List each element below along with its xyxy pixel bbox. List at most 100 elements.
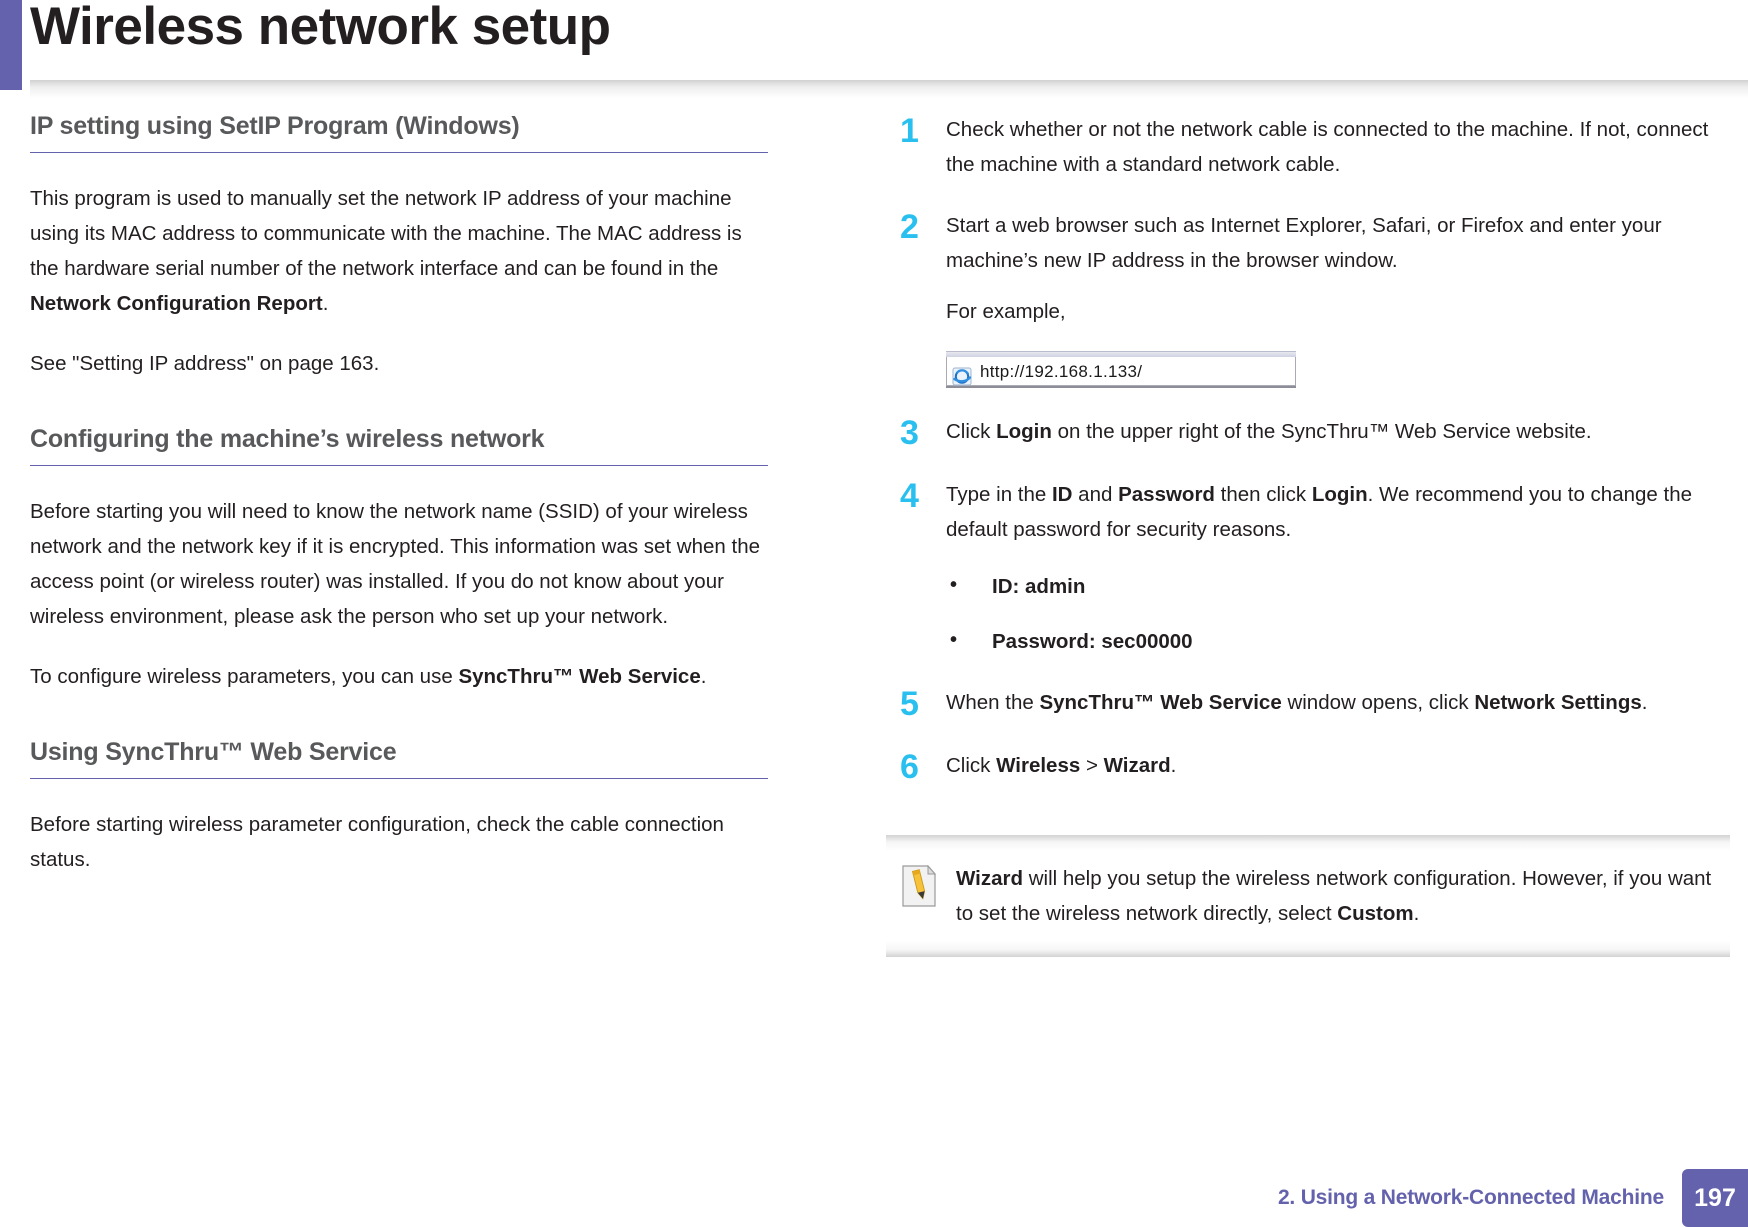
- section-configuring-wireless-paragraphs: Before starting you will need to know th…: [30, 494, 768, 694]
- step-number: 1: [900, 112, 919, 150]
- section-heading-ip-setting: IP setting using SetIP Program (Windows): [30, 112, 520, 140]
- plain-text: Type in the: [946, 483, 1052, 506]
- plain-text: and: [1072, 483, 1119, 506]
- step-text: Click Login on the upper right of the Sy…: [946, 414, 1730, 449]
- browser-url-bar-figure: http://192.168.1.133/: [946, 351, 1296, 388]
- page-header: Wireless network setup: [0, 0, 1748, 100]
- numbered-step-list: 1 Check whether or not the network cable …: [900, 112, 1730, 785]
- plain-text: .: [1170, 754, 1177, 777]
- body-paragraph: Before starting wireless parameter confi…: [30, 807, 768, 877]
- plain-text: Before starting wireless parameter confi…: [30, 813, 724, 871]
- figure-underline: [946, 386, 1296, 388]
- right-column: 1 Check whether or not the network cable …: [800, 112, 1748, 957]
- step-sentence: Start a web browser such as Internet Exp…: [946, 208, 1730, 278]
- plain-text: . We recommend you to change the default…: [946, 483, 1692, 541]
- plain-text: Click: [946, 420, 997, 443]
- step-item: 6 Click Wireless > Wizard.: [900, 748, 1730, 785]
- plain-text: will help you setup the wireless network…: [956, 867, 1712, 925]
- note-box: Wizard will help you setup the wireless …: [886, 835, 1730, 957]
- step-number: 2: [900, 208, 919, 246]
- plain-text: on the upper right of the SyncThru™ Web …: [1051, 420, 1592, 443]
- step-text: Start a web browser such as Internet Exp…: [946, 208, 1730, 388]
- address-bar-url: http://192.168.1.133/: [980, 361, 1143, 381]
- address-bar[interactable]: http://192.168.1.133/: [946, 357, 1296, 386]
- plain-text: .: [700, 665, 707, 688]
- emphasis-text: Login: [1311, 483, 1368, 506]
- emphasis-text: SyncThru™ Web Service: [1039, 691, 1282, 714]
- plain-text: Click: [946, 754, 997, 777]
- body-paragraph: To configure wireless parameters, you ca…: [30, 659, 768, 694]
- section-ip-setting: IP setting using SetIP Program (Windows)…: [30, 112, 768, 381]
- page-footer: 2. Using a Network-Connected Machine 197: [0, 1169, 1748, 1227]
- step-number: 4: [900, 477, 919, 515]
- credential-list: ID: adminPassword: sec00000: [946, 568, 1730, 659]
- browser-chrome-strip: [946, 351, 1296, 357]
- step-sentence: Click Login on the upper right of the Sy…: [946, 414, 1730, 449]
- emphasis-text: Password: [1118, 483, 1215, 506]
- step-sentence: Type in the ID and Password then click L…: [946, 477, 1730, 547]
- step-sentence: Click Wireless > Wizard.: [946, 748, 1730, 783]
- body-paragraph: See "Setting IP address" on page 163.: [30, 346, 768, 381]
- plain-text: .: [322, 292, 329, 315]
- page-title: Wireless network setup: [30, 0, 611, 56]
- step-item: 1 Check whether or not the network cable …: [900, 112, 1730, 182]
- title-shadow-divider: [30, 80, 1748, 98]
- section-configuring-wireless: Configuring the machine’s wireless netwo…: [30, 425, 768, 694]
- plain-text: then click: [1214, 483, 1312, 506]
- section-using-syncthru: Using SyncThru™ Web Service Before start…: [30, 738, 768, 877]
- section-rule: [30, 778, 768, 779]
- note-box-bottom-edge: [886, 941, 1730, 957]
- note-box-top-edge: [886, 835, 1730, 851]
- body-paragraph: Before starting you will need to know th…: [30, 494, 768, 634]
- footer-page-number: 197: [1682, 1169, 1748, 1227]
- plain-text: See "Setting IP address" on page 163.: [30, 352, 380, 375]
- plain-text: This program is used to manually set the…: [30, 187, 742, 280]
- step-number: 6: [900, 748, 919, 786]
- list-item: Password: sec00000: [946, 623, 1730, 659]
- step-text: Check whether or not the network cable i…: [946, 112, 1730, 182]
- step-number: 3: [900, 414, 919, 452]
- emphasis-text: Login: [996, 420, 1052, 443]
- plain-text: When the: [946, 691, 1040, 714]
- emphasis-text: Wireless: [996, 754, 1081, 777]
- emphasis-text: SyncThru™ Web Service: [458, 665, 701, 688]
- plain-text: Before starting you will need to know th…: [30, 500, 761, 628]
- emphasis-text: Wizard: [956, 867, 1024, 890]
- plain-text: .: [1641, 691, 1648, 714]
- section-rule: [30, 465, 768, 466]
- footer-chapter-label: 2. Using a Network-Connected Machine: [1277, 1186, 1664, 1209]
- page-body: IP setting using SetIP Program (Windows)…: [0, 112, 1748, 957]
- step-item: 3 Click Login on the upper right of the S…: [900, 414, 1730, 451]
- plain-text: >: [1080, 754, 1104, 777]
- section-heading-configuring-wireless: Configuring the machine’s wireless netwo…: [30, 425, 545, 453]
- emphasis-text: Custom: [1337, 902, 1414, 925]
- step-extra-text: For example,: [946, 300, 1066, 323]
- plain-text: .: [1413, 902, 1420, 925]
- section-heading-using-syncthru: Using SyncThru™ Web Service: [30, 738, 397, 766]
- emphasis-text: ID: [1051, 483, 1073, 506]
- list-item: ID: admin: [946, 568, 1730, 604]
- emphasis-text: Wizard: [1103, 754, 1171, 777]
- left-column: IP setting using SetIP Program (Windows)…: [0, 112, 800, 957]
- emphasis-text: Network Configuration Report: [30, 292, 323, 315]
- internet-explorer-icon: [952, 362, 972, 385]
- section-using-syncthru-paragraphs: Before starting wireless parameter confi…: [30, 807, 768, 877]
- step-item: 4 Type in the ID and Password then click …: [900, 477, 1730, 659]
- step-sentence: Check whether or not the network cable i…: [946, 112, 1730, 182]
- step-text: Click Wireless > Wizard.: [946, 748, 1730, 783]
- step-number: 5: [900, 685, 919, 723]
- plain-text: To configure wireless parameters, you ca…: [30, 665, 459, 688]
- step-item: 5 When the SyncThru™ Web Service window o…: [900, 685, 1730, 722]
- plain-text: Check whether or not the network cable i…: [946, 118, 1709, 176]
- note-pencil-icon: [902, 864, 937, 907]
- step-sentence: When the SyncThru™ Web Service window op…: [946, 685, 1730, 720]
- body-paragraph: This program is used to manually set the…: [30, 181, 768, 321]
- step-item: 2 Start a web browser such as Internet Ex…: [900, 208, 1730, 388]
- plain-text: Start a web browser such as Internet Exp…: [946, 214, 1662, 272]
- section-ip-setting-paragraphs: This program is used to manually set the…: [30, 181, 768, 381]
- emphasis-text: Network Settings: [1474, 691, 1642, 714]
- plain-text: window opens, click: [1281, 691, 1475, 714]
- step-text: When the SyncThru™ Web Service window op…: [946, 685, 1730, 720]
- title-accent-bar: [0, 0, 22, 90]
- section-rule: [30, 152, 768, 153]
